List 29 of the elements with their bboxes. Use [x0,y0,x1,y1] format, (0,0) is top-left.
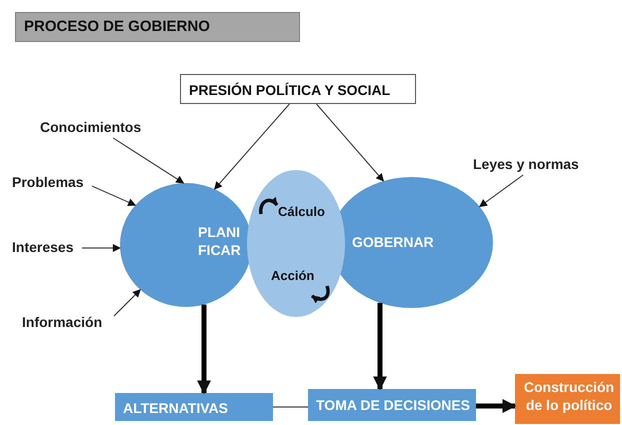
node-label: PRESIÓN POLÍTICA Y SOCIAL [189,81,390,100]
input-label: Intereses [12,238,74,256]
input-label: Conocimientos [40,118,142,136]
thick-arrow [373,302,387,390]
node-label: GOBERNAR [352,233,434,252]
arrow [316,104,384,182]
input-label: Leyes y normas [473,155,579,174]
input-label: Problemas [12,173,84,192]
title-banner: PROCESO DE GOBIERNO [15,12,300,42]
thick-arrow [197,304,211,394]
arrow [114,289,141,316]
outcome-box [515,374,620,424]
node-label: Construcción de lo político [522,378,616,414]
pressure-box [180,74,416,104]
node-label: PLANI FICAR [198,223,242,260]
decision-box [308,389,476,421]
arrow [112,138,184,184]
node-label: Acción [271,268,314,285]
arrow [82,244,121,252]
node-label: TOMA DE DECISIONES [316,396,470,414]
node-label: Cálculo [278,204,325,221]
connector-line [272,406,308,408]
input-label: Información [22,313,102,332]
arrow [92,186,136,206]
arrow [479,174,524,208]
arrow [214,104,290,190]
thick-arrow [476,399,516,413]
node-label: ALTERNATIVAS [123,399,228,418]
result-box [115,393,273,421]
